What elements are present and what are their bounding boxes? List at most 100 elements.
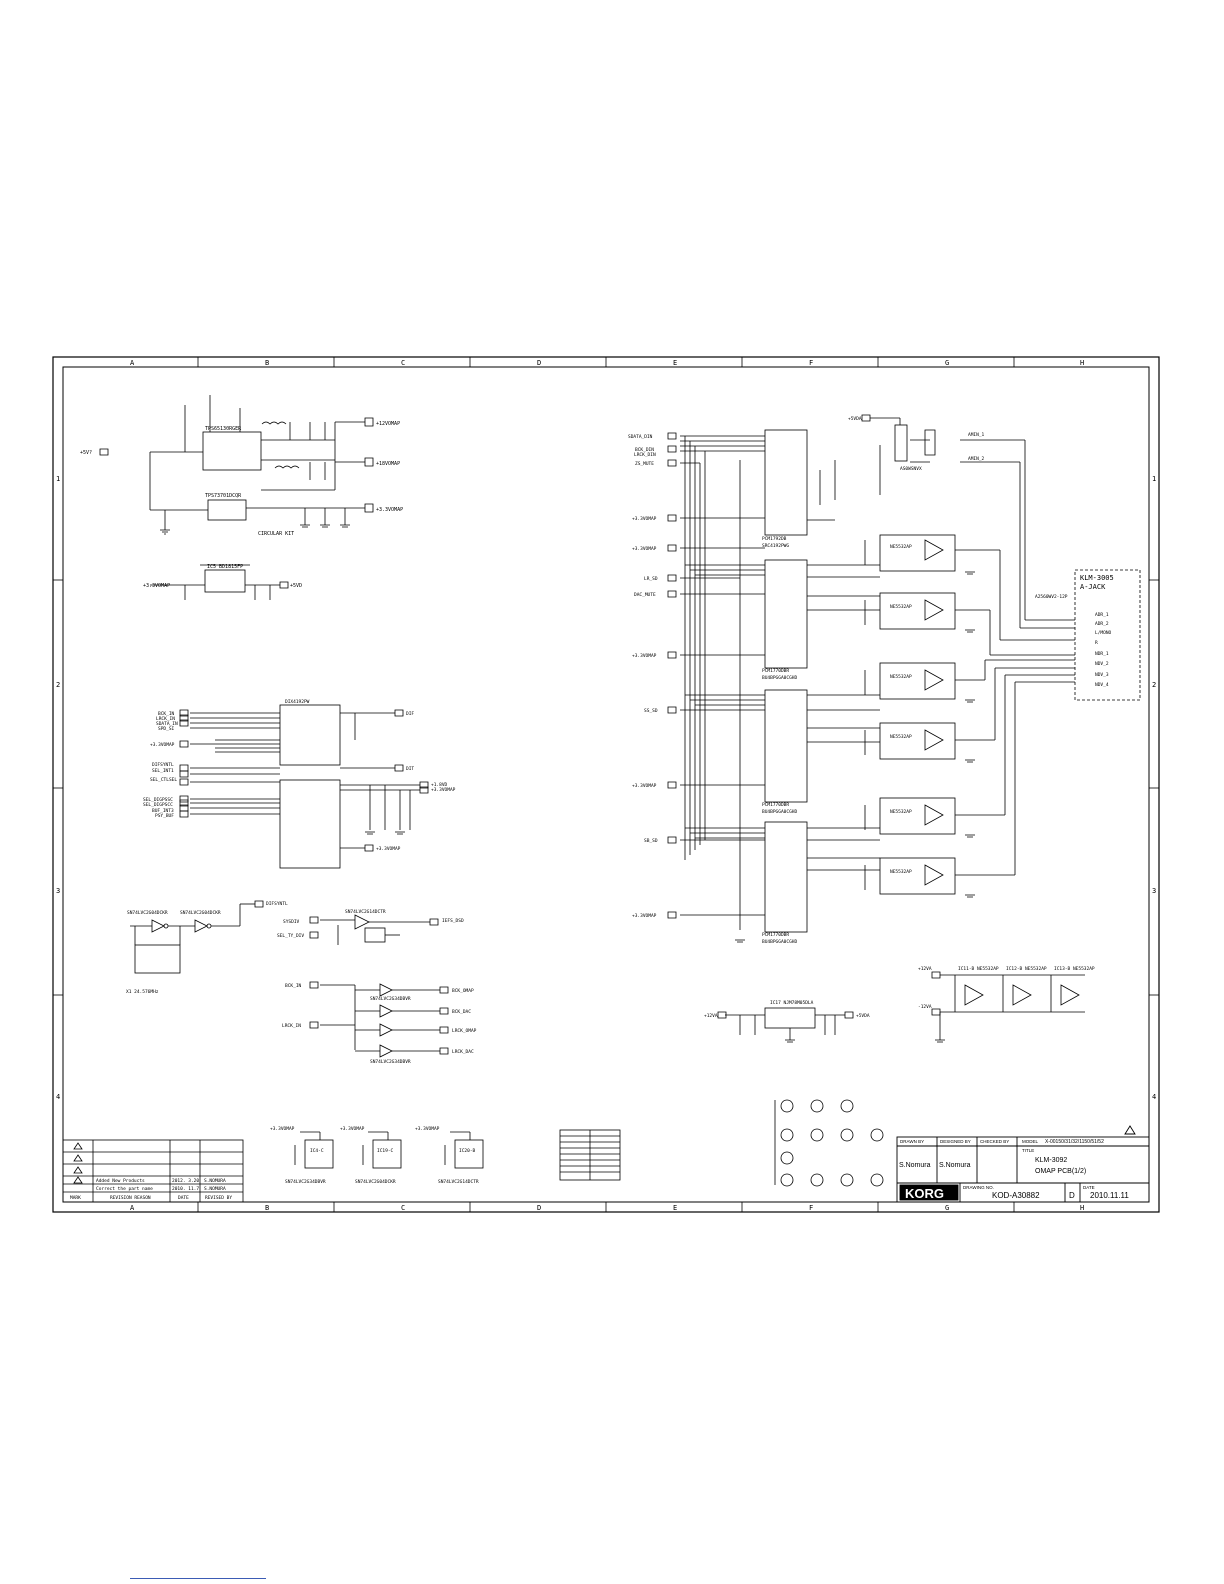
- col-label-top: D: [537, 359, 541, 367]
- zone-dividers: [53, 357, 1159, 1212]
- receiver-in: SPD_SI: [158, 726, 175, 732]
- col-label-top: H: [1080, 359, 1084, 367]
- logic-block: [130, 900, 439, 974]
- receiver-out: +3.3VOMAP: [376, 846, 401, 852]
- decoup-rail: +3.3VOMAP: [340, 1126, 365, 1132]
- fs-out-label: IEFS_DSD: [442, 918, 464, 924]
- tb-title2: OMAP PCB(1/2): [1035, 1168, 1086, 1175]
- regulator-block: [717, 971, 1085, 1043]
- receiver-in: +3.3VOMAP: [150, 742, 175, 748]
- src-chip-label: PCM1792DB: [762, 536, 787, 542]
- row-label-left: 1: [56, 475, 60, 483]
- tb-date: 2010.11.11: [1090, 1191, 1129, 1200]
- tb-drawing-no-h: DRAWING NO.: [963, 1185, 994, 1190]
- rev-reason: Correct the part name: [96, 1186, 153, 1192]
- decoup-part: SN74LVC2G34DBVR: [285, 1179, 326, 1185]
- rail-12v-label: +12VOMAP: [376, 421, 400, 427]
- receiver-in: PSY_BUF: [155, 813, 174, 819]
- connector-pin: NDV_2: [1095, 661, 1109, 667]
- receiver-in: SEL_INT1: [152, 768, 174, 774]
- dac-in: BCK_DIN: [635, 447, 654, 453]
- dac-in: SB_SD: [644, 838, 658, 844]
- dac-block: [667, 414, 1141, 943]
- opamp-row-neg: -12VA: [918, 1004, 932, 1010]
- row-label-left: 4: [56, 1093, 60, 1101]
- col-label-bottom: A: [130, 1204, 135, 1212]
- dac-chip-label: PCM1770DBR: [762, 802, 789, 808]
- dac-in: +3.3VOMAP: [632, 516, 657, 522]
- rev-header-by: REVISED BY: [205, 1195, 232, 1201]
- buffer-chip: SN74LVC2G34DBVR: [370, 1059, 411, 1065]
- col-label-bottom: C: [401, 1204, 405, 1212]
- title-block: [896, 1125, 1150, 1203]
- row-label-right: 3: [1152, 887, 1156, 895]
- buffer-out: BCK_OMAP: [452, 988, 474, 994]
- dac-chip-label: PCM1770DBR: [762, 668, 789, 674]
- col-label-top: E: [673, 359, 677, 367]
- connector-name: KLM-3005: [1080, 574, 1114, 582]
- linreg-ic-label: IC5 BD1815FP: [207, 564, 243, 570]
- src-part-label: SRC4192PWG: [762, 543, 789, 549]
- buffer-out: LRCK_OMAP: [452, 1028, 477, 1034]
- tb-drawn-by-h: DRAWN BY: [900, 1139, 924, 1144]
- tb-model-h: MODEL: [1022, 1139, 1039, 1144]
- decoup-rail: +3.3VOMAP: [415, 1126, 440, 1132]
- reg-ic: IC17 NJM78M05DLA: [770, 1000, 814, 1006]
- dac-in: +3.3VOMAP: [632, 783, 657, 789]
- ldo-ic-label: TPS73701DCQR: [205, 493, 242, 499]
- connector-part: A2560WV2-12P: [1035, 594, 1068, 600]
- receiver-in: LRCK_IN: [156, 716, 175, 722]
- buffer-block: [309, 981, 449, 1058]
- dac-chip-label: PCM1770DBR: [762, 932, 789, 938]
- tb-drawn-by: S.Nomura: [899, 1162, 931, 1169]
- col-label-bottom: H: [1080, 1204, 1084, 1212]
- opamp-row-12v: +12VA: [918, 966, 932, 972]
- amin1-label: AMIN_1: [968, 432, 985, 438]
- tb-model: X-00150/31/32/1150/51/52: [1045, 1139, 1104, 1145]
- decoup-part: SN74LVC2G04DCKR: [355, 1179, 396, 1185]
- inverter1-label: SN74LVC2G04DCKR: [127, 910, 168, 916]
- buffer-out: BCK_DAC: [452, 1009, 471, 1015]
- col-label-bottom: D: [537, 1204, 541, 1212]
- rev-header-reason: REVISION REASON: [110, 1195, 151, 1201]
- dac-in: LRCK_DIN: [634, 452, 656, 458]
- diftxtl-label: DIFSYNTL: [266, 901, 288, 907]
- opamp-label: NE5532AP: [890, 809, 912, 815]
- receiver-out: DIT: [406, 766, 414, 772]
- rev-by: S.NOMURA: [204, 1178, 226, 1184]
- dac-in: +3.3VOMAP: [632, 913, 657, 919]
- tb-checked-by-h: CHECKED BY: [980, 1139, 1009, 1144]
- amin2-label: AMIN_2: [968, 456, 985, 462]
- connector-pin: NDR_1: [1095, 651, 1109, 657]
- col-label-bottom: E: [673, 1204, 677, 1212]
- dac-in: DAC_MUTE: [634, 592, 656, 598]
- connector-pin: ADR_2: [1095, 621, 1109, 627]
- buffer-in-lrck: LRCK_IN: [282, 1023, 301, 1029]
- connector-pin: NDV_4: [1095, 682, 1109, 688]
- receiver-in: SEL_CTLSEL: [150, 777, 177, 783]
- row-label-right: 4: [1152, 1093, 1156, 1101]
- dac-part-label: BU4BPGGA0CGHD: [762, 675, 798, 681]
- sel-label: SEL_TY_DIV: [277, 933, 304, 939]
- dac-in: LR_SD: [644, 576, 658, 582]
- buffer-in-bck: BCK_IN: [285, 983, 302, 989]
- col-label-bottom: G: [945, 1204, 949, 1212]
- linreg-out-label: +5VD: [290, 583, 302, 589]
- outer-frame: [52, 356, 1160, 1213]
- decoup-ic: IC4-C: [310, 1148, 324, 1154]
- receiver-out: +3.3VOMAP: [431, 787, 456, 793]
- decoupling-block: [294, 1099, 884, 1187]
- connector-pin: L/MONO: [1095, 630, 1112, 636]
- tb-designed-by: S.Nomura: [939, 1162, 971, 1169]
- opamp-row-label: IC12-B NE5532AP: [1006, 966, 1047, 972]
- tb-designed-by-h: DESIGNED BY: [940, 1139, 971, 1144]
- rail-33v-label: +3.3VOMAP: [376, 507, 403, 513]
- connector-sub: A-JACK: [1080, 583, 1106, 591]
- tb-rev: D: [1069, 1191, 1075, 1200]
- tb-drawing-no: KOD-A30882: [992, 1191, 1040, 1200]
- connector-pin: NDV_3: [1095, 672, 1109, 678]
- reg-in: +12VA: [704, 1013, 718, 1019]
- footer-link-underline: [130, 1578, 266, 1579]
- opamp-label: NE5532AP: [890, 734, 912, 740]
- rev-header-mark: MARK: [70, 1195, 81, 1201]
